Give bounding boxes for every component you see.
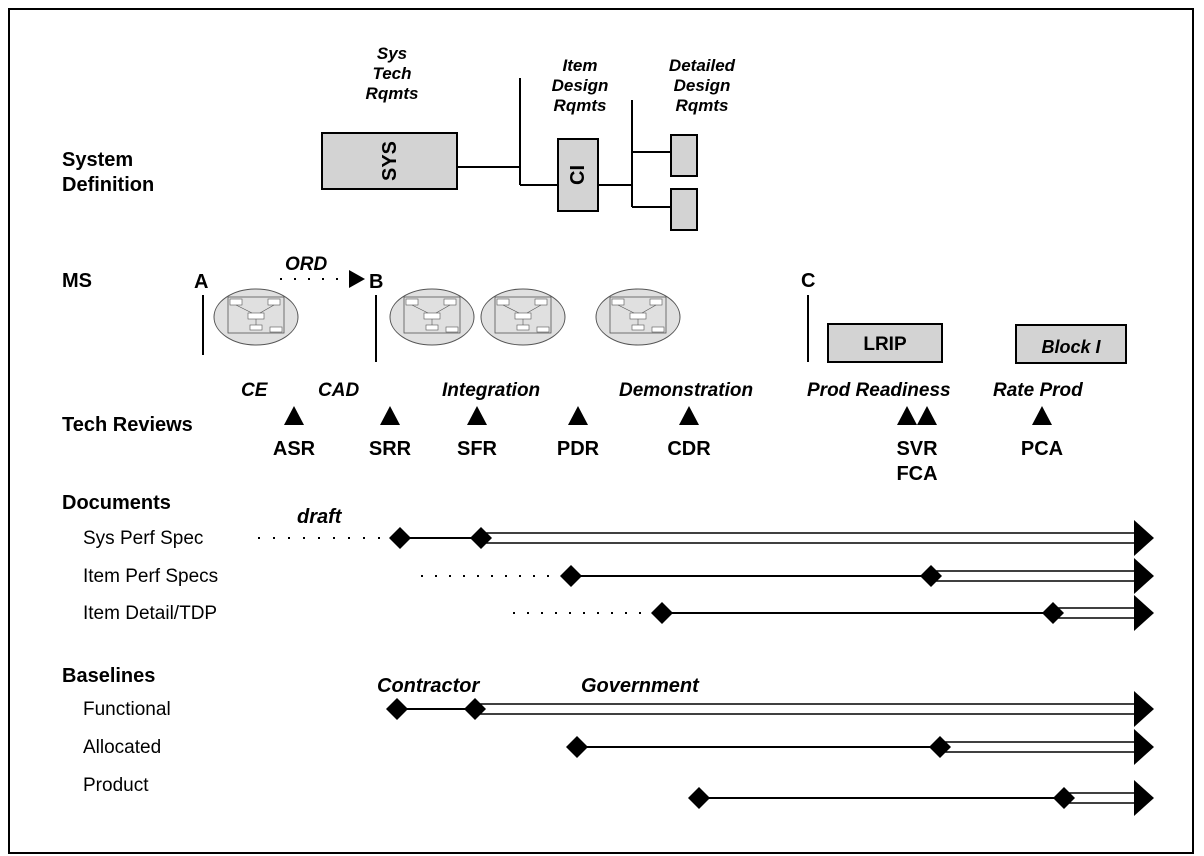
header-item-line2: Design — [551, 76, 609, 95]
header-sys-line1: Sys — [376, 44, 408, 63]
milestone-b: B — [369, 271, 384, 293]
phase-ce: CE — [241, 380, 268, 401]
doc-line-sys-perf-spec — [258, 520, 1154, 556]
phase-rate-prod: Rate Prod — [993, 380, 1083, 401]
doc-line-item-detail-tdp — [513, 595, 1154, 631]
review-fca: FCA — [896, 463, 938, 485]
milestone-a: A — [194, 271, 209, 293]
baseline-functional: Functional — [83, 699, 171, 720]
ord-label: ORD — [285, 254, 328, 275]
header-item-line1: Item — [562, 56, 598, 75]
system-definition-label-line1: System — [62, 149, 134, 171]
documents-label: Documents — [62, 492, 171, 514]
process-loop-icon — [213, 288, 299, 346]
header-sys-line3: Rqmts — [365, 84, 419, 103]
milestone-c: C — [801, 270, 816, 292]
review-cdr: CDR — [667, 438, 711, 460]
sys-box: SYS — [321, 132, 458, 190]
header-item-line3: Rqmts — [553, 96, 607, 115]
header-item-design-rqmts: Item Design Rqmts — [530, 56, 630, 116]
baselines-label: Baselines — [62, 665, 156, 687]
baseline-product: Product — [83, 775, 149, 796]
system-tree-lines — [458, 78, 670, 208]
detail-box-1 — [670, 134, 698, 177]
doc-item-perf-specs: Item Perf Specs — [83, 566, 219, 587]
review-pdr: PDR — [556, 438, 600, 460]
lrip-label: LRIP — [863, 334, 907, 355]
header-detail-line2: Design — [673, 76, 731, 95]
baseline-line-product — [688, 780, 1154, 816]
contractor-label: Contractor — [377, 675, 480, 697]
ms-label: MS — [62, 270, 92, 292]
header-sys-tech-rqmts: Sys Tech Rqmts — [342, 44, 442, 104]
header-sys-line2: Tech — [372, 64, 412, 83]
process-loop-icon — [480, 288, 566, 346]
baseline-allocated: Allocated — [83, 737, 162, 758]
review-pca: PCA — [1020, 438, 1064, 460]
detail-box-2 — [670, 188, 698, 231]
tech-reviews-label: Tech Reviews — [62, 414, 193, 436]
review-sfr: SFR — [457, 438, 497, 460]
sys-box-label: SYS — [378, 140, 401, 182]
ord-arrow — [280, 270, 365, 288]
baseline-line-allocated — [566, 729, 1154, 765]
system-definition-label-line2: Definition — [62, 174, 155, 196]
phase-demonstration: Demonstration — [619, 380, 754, 401]
doc-item-detail-tdp: Item Detail/TDP — [83, 603, 218, 624]
header-detail-line3: Rqmts — [675, 96, 729, 115]
doc-line-item-perf-specs — [421, 558, 1154, 594]
block-i-label: Block I — [1041, 337, 1101, 357]
block-i-box: Block I — [1015, 324, 1127, 364]
ci-box: CI — [557, 138, 599, 212]
government-label: Government — [581, 675, 699, 697]
review-srr: SRR — [368, 438, 412, 460]
lrip-box: LRIP — [827, 323, 943, 363]
review-asr: ASR — [272, 438, 316, 460]
phase-integration: Integration — [442, 380, 541, 401]
draft-label: draft — [297, 506, 342, 528]
header-detail-line1: Detailed — [668, 56, 736, 75]
milestone-bars — [202, 295, 809, 362]
review-triangles — [284, 406, 1052, 425]
doc-sys-perf-spec: Sys Perf Spec — [83, 528, 204, 549]
process-loop-icon — [389, 288, 475, 346]
baseline-line-functional — [386, 691, 1154, 727]
review-svr: SVR — [896, 438, 938, 460]
ci-box-label: CI — [567, 165, 589, 185]
phase-cad: CAD — [318, 380, 360, 401]
header-detailed-design-rqmts: Detailed Design Rqmts — [652, 56, 752, 116]
diagram-frame — [8, 8, 1194, 854]
process-loop-icon — [595, 288, 681, 346]
phase-prod-readiness: Prod Readiness — [807, 380, 951, 401]
